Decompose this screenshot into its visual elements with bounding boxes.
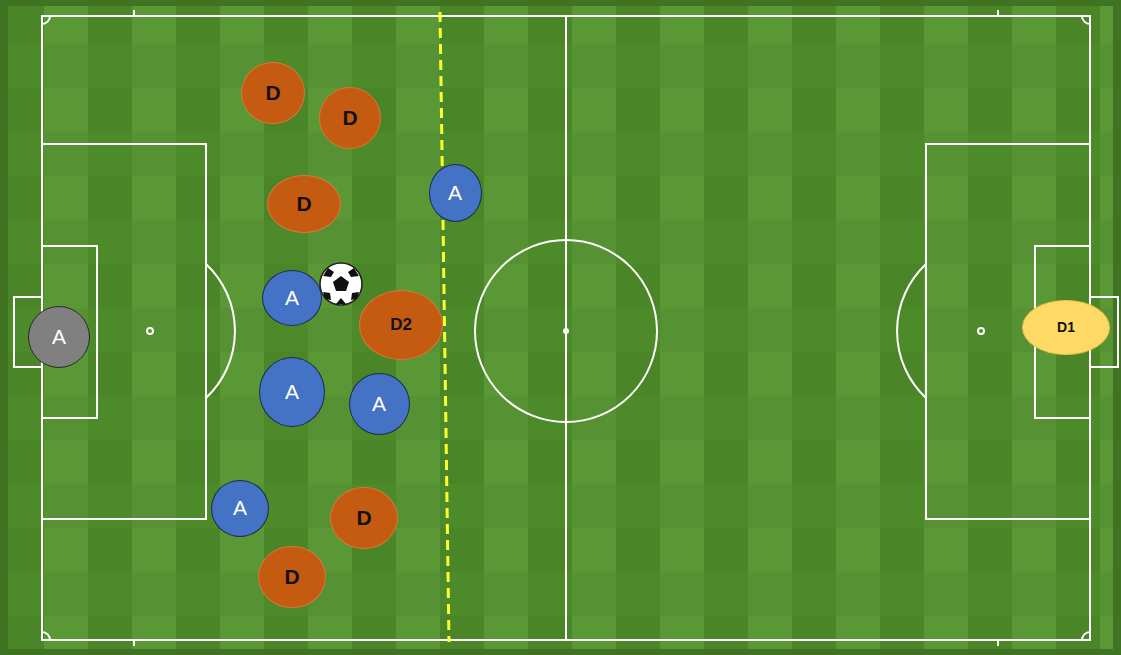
- player-label: A: [52, 325, 66, 349]
- player-label: D2: [390, 315, 412, 335]
- attacker-disc: A: [211, 480, 269, 537]
- attacker-disc: A: [349, 373, 410, 435]
- player-label: A: [285, 380, 299, 404]
- defender-disc: D: [267, 175, 341, 233]
- defender-disc: D: [241, 62, 305, 124]
- player-label: D: [356, 506, 371, 530]
- player-label: A: [448, 181, 462, 205]
- attacker-disc: A: [429, 164, 482, 222]
- football: [320, 263, 362, 305]
- player-label: D1: [1057, 319, 1075, 335]
- player-label: A: [233, 496, 247, 520]
- defender-disc: D: [319, 87, 381, 149]
- goalkeeper-disc: D1: [1022, 300, 1110, 355]
- player-label: D: [265, 81, 280, 105]
- player-label: A: [372, 392, 386, 416]
- player-label: D: [296, 192, 311, 216]
- player-label: D: [342, 106, 357, 130]
- player-label: A: [285, 286, 299, 310]
- attacker-disc: A: [259, 357, 325, 427]
- defender-disc: D2: [359, 290, 443, 360]
- player-label: D: [284, 565, 299, 589]
- defender-disc: D: [330, 487, 398, 549]
- attacker-disc: A: [262, 270, 322, 326]
- goalkeeper-disc: A: [28, 306, 90, 368]
- defender-disc: D: [258, 546, 326, 608]
